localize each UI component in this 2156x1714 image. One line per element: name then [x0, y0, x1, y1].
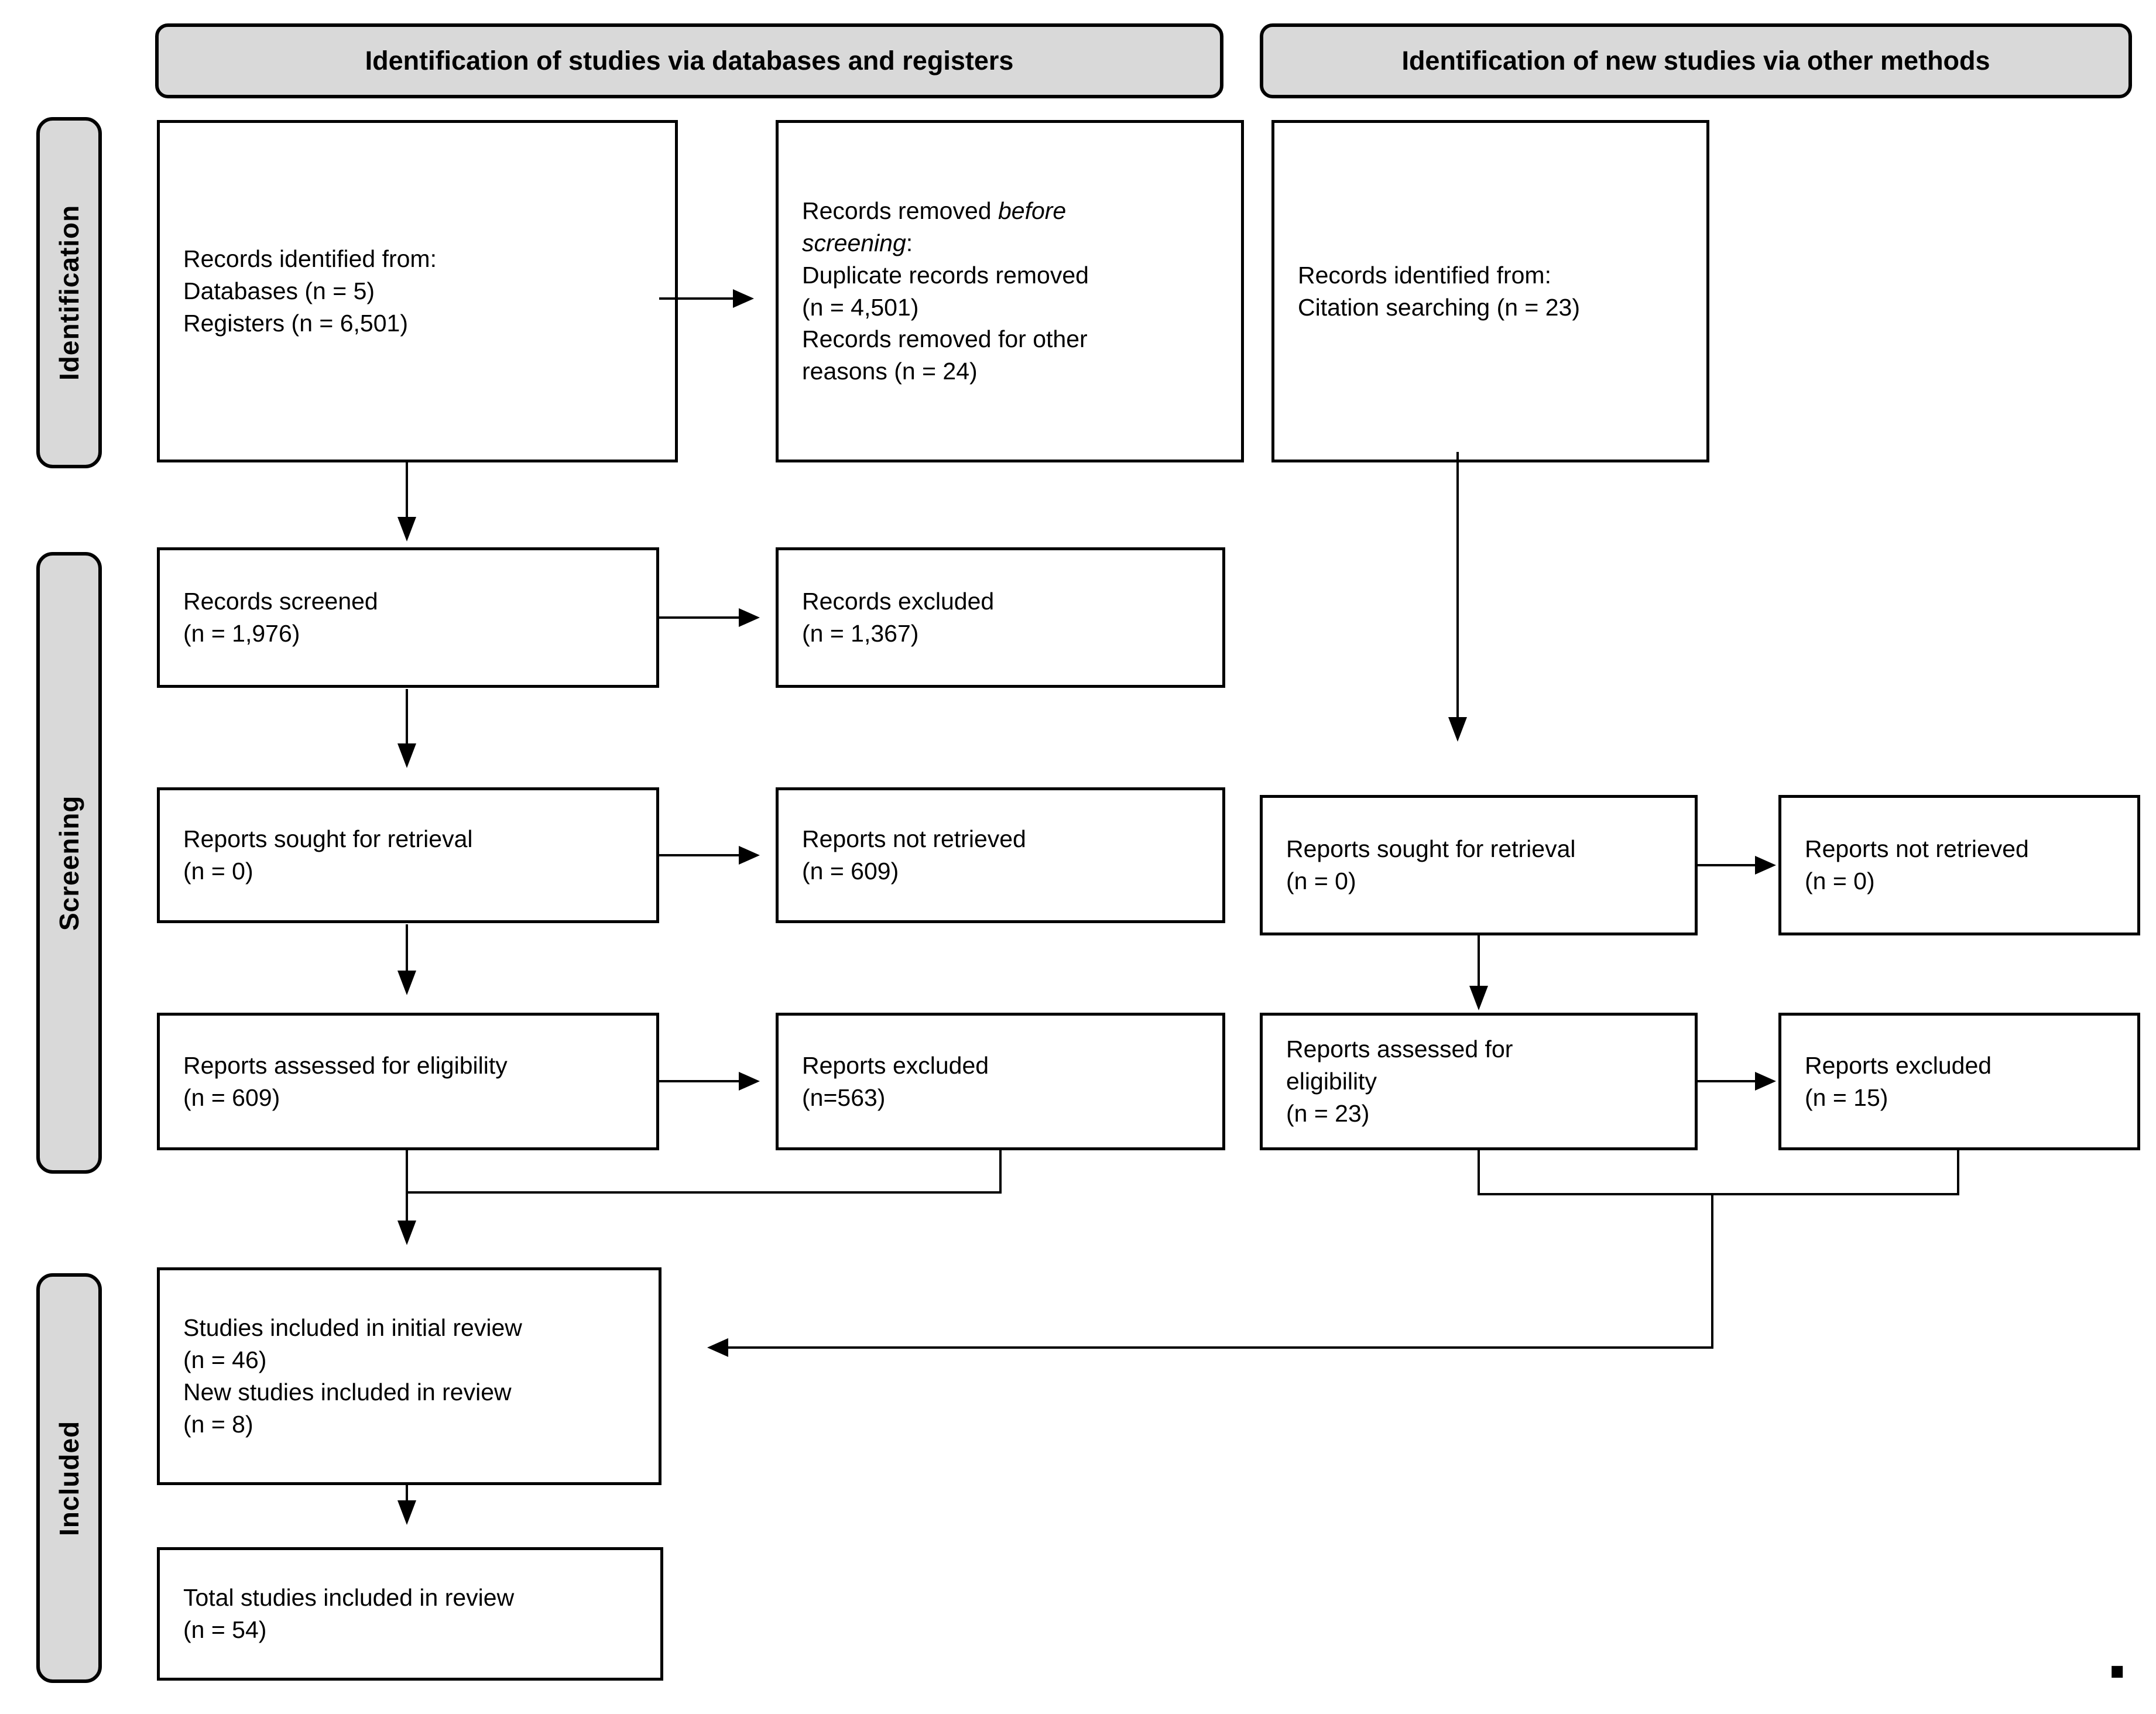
arrow-citation-to-sought-line — [1456, 452, 1459, 718]
header-other-methods: Identification of new studies via other … — [1260, 23, 2132, 98]
arrow-assessed-other-to-excluded-line — [1698, 1080, 1757, 1082]
arrow-sought-to-notretrieved-line — [659, 854, 741, 856]
arrow-screened-to-excluded-line — [659, 616, 741, 619]
box-reports-excluded-other: Reports excluded (n = 15) — [1778, 1013, 2140, 1150]
box-records-identified-databases: Records identified from: Databases (n = … — [157, 120, 678, 462]
arrow-db-to-included-head — [397, 1221, 416, 1245]
box-reports-excluded-databases: Reports excluded (n=563) — [776, 1013, 1225, 1150]
records-removed-text: Records removed before screening: Duplic… — [802, 197, 1089, 385]
box-reports-sought-databases: Reports sought for retrieval (n = 0) — [157, 787, 659, 923]
arrow-sought-to-assessed-head — [397, 971, 416, 995]
box-total-studies-included: Total studies included in review (n = 54… — [157, 1547, 663, 1681]
connector-excluded-other-stub — [1957, 1150, 1959, 1195]
box-records-screened: Records screened (n = 1,976) — [157, 547, 659, 688]
arrow-screened-to-excluded-head — [739, 608, 760, 627]
arrow-included-to-total-line — [406, 1485, 408, 1502]
stage-band-included: Included — [36, 1273, 102, 1683]
box-records-removed-before-screening: Records removed before screening: Duplic… — [776, 120, 1244, 462]
arrow-db-to-included-line — [406, 1194, 408, 1222]
box-reports-assessed-databases: Reports assessed for eligibility (n = 60… — [157, 1013, 659, 1150]
connector-excluded-db-stub — [999, 1150, 1002, 1194]
box-reports-not-retrieved-databases: Reports not retrieved (n = 609) — [776, 787, 1225, 923]
arrow-sought-other-to-notretrieved-line — [1698, 864, 1757, 866]
stage-band-identification: Identification — [36, 117, 102, 468]
trailing-period: . — [2106, 1606, 2128, 1695]
arrow-identified-to-screened-head — [397, 517, 416, 541]
arrow-sought-other-to-assessed-line — [1478, 935, 1480, 987]
box-records-identified-citation: Records identified from: Citation search… — [1271, 120, 1709, 462]
connector-assessed-other-stub — [1478, 1150, 1480, 1195]
connector-assessed-db-stub — [406, 1150, 408, 1194]
box-studies-included: Studies included in initial review (n = … — [157, 1267, 661, 1485]
box-reports-assessed-other: Reports assessed for eligibility (n = 23… — [1260, 1013, 1698, 1150]
box-reports-sought-other: Reports sought for retrieval (n = 0) — [1260, 795, 1698, 935]
connector-other-merge-horizontal — [1478, 1193, 1959, 1195]
arrow-sought-other-to-notretrieved-head — [1755, 856, 1776, 875]
connector-other-down-vertical — [1711, 1193, 1713, 1349]
arrow-sought-other-to-assessed-head — [1469, 986, 1488, 1010]
arrow-screened-to-sought-head — [397, 743, 416, 768]
stage-band-screening: Screening — [36, 552, 102, 1174]
arrow-sought-to-notretrieved-head — [739, 846, 760, 865]
arrow-other-to-included-line — [728, 1346, 1713, 1349]
box-reports-not-retrieved-other: Reports not retrieved (n = 0) — [1778, 795, 2140, 935]
header-databases-registers: Identification of studies via databases … — [155, 23, 1223, 98]
arrow-assessed-to-excluded-head — [739, 1072, 760, 1091]
arrow-identified-to-removed-line — [659, 297, 735, 300]
arrow-assessed-to-excluded-line — [659, 1080, 741, 1082]
arrow-other-to-included-head — [707, 1338, 728, 1357]
arrow-citation-to-sought-head — [1448, 717, 1467, 742]
box-records-excluded: Records excluded (n = 1,367) — [776, 547, 1225, 688]
arrow-screened-to-sought-line — [406, 689, 408, 745]
arrow-assessed-other-to-excluded-head — [1755, 1072, 1776, 1091]
arrow-identified-to-removed-head — [733, 289, 754, 308]
arrow-sought-to-assessed-line — [406, 924, 408, 972]
arrow-included-to-total-head — [397, 1500, 416, 1525]
arrow-identified-to-screened-line — [406, 462, 408, 518]
connector-db-merge-horizontal — [406, 1191, 1002, 1194]
